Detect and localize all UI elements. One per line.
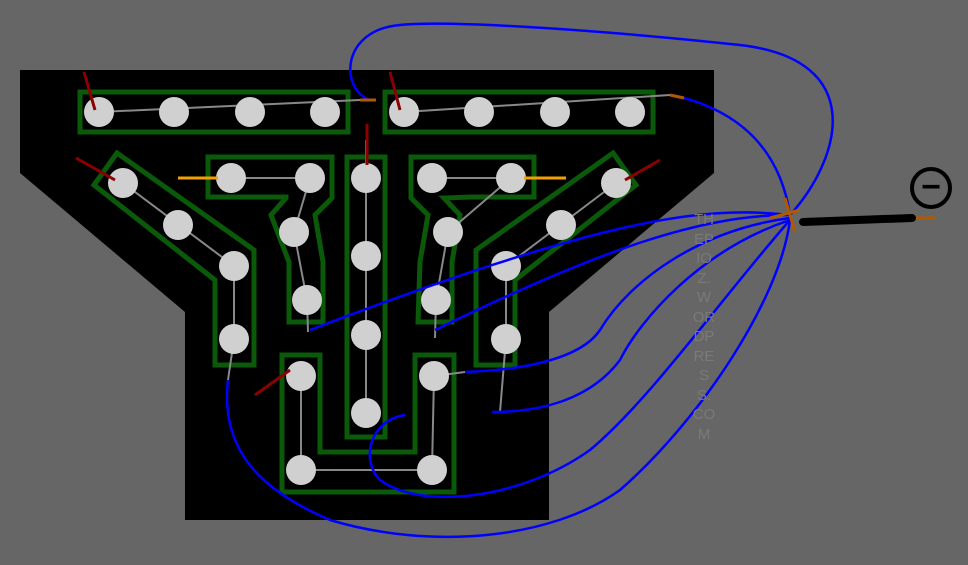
- leds: [84, 97, 645, 485]
- wires: [225, 22, 834, 539]
- negative-terminal-symbol: −: [910, 167, 952, 209]
- watermark-text: THEPIOZ.WORDPRESS.COM: [692, 211, 716, 443]
- led-group-outlines: [77, 89, 656, 495]
- resistor-leads: [75, 71, 661, 397]
- negative-lead: [799, 214, 916, 226]
